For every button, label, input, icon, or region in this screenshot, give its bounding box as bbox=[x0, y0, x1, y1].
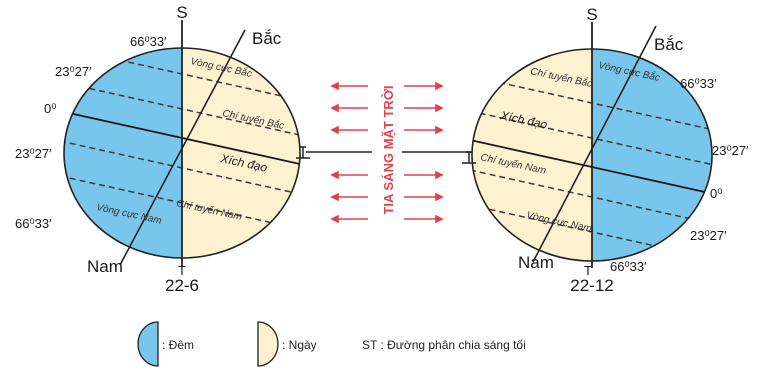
legend-st-label: ST : Đường phân chia sáng tối bbox=[362, 338, 526, 352]
right-label-s: S bbox=[586, 5, 597, 24]
legend: : Đêm : Ngày ST : Đường phân chia sáng t… bbox=[137, 321, 526, 367]
left-tropic-capricorn-line bbox=[64, 140, 300, 195]
left-antarctic-circle-line bbox=[64, 175, 300, 230]
sunray-arrow-4 bbox=[330, 170, 444, 180]
sunray-arrow-2 bbox=[330, 103, 444, 113]
right-lat-6633-top: 66⁰33′ bbox=[680, 76, 717, 91]
left-equator-line bbox=[64, 110, 300, 165]
left-label-t: T bbox=[178, 263, 186, 278]
right-lat-2327-top: 23⁰27′ bbox=[712, 143, 749, 158]
left-label-south: Nam bbox=[87, 257, 123, 276]
right-lat-2327-bottom: 23⁰27′ bbox=[690, 228, 727, 243]
right-label-t: T bbox=[584, 263, 592, 278]
right-sun-marker-icon bbox=[462, 151, 476, 164]
left-tropic-cancer-line bbox=[64, 81, 300, 136]
sunray-arrow-6 bbox=[330, 214, 444, 224]
sunray-arrow-5 bbox=[330, 192, 444, 202]
left-lat-2327-top: 23⁰27′ bbox=[55, 64, 92, 79]
sunrays bbox=[330, 81, 444, 224]
left-lat-6633-top: 66⁰33′ bbox=[130, 34, 167, 49]
sunray-arrow-1 bbox=[330, 81, 444, 91]
left-label-s: S bbox=[176, 3, 187, 22]
left-lat-0: 0⁰ bbox=[44, 101, 56, 116]
right-label-north: Bắc bbox=[654, 35, 684, 54]
left-sun-marker-icon bbox=[296, 146, 310, 159]
right-date: 22-12 bbox=[570, 276, 613, 295]
sunrays-label: TIA SÁNG MẶT TRỜI bbox=[381, 85, 396, 214]
left-axis bbox=[119, 29, 246, 266]
legend-day-swatch bbox=[257, 321, 279, 367]
left-lat-2327-bottom: 23⁰27′ bbox=[15, 146, 52, 161]
left-label-north: Bắc bbox=[252, 29, 282, 48]
legend-night-label: : Đêm bbox=[162, 338, 194, 352]
right-label-south: Nam bbox=[518, 253, 554, 272]
left-globe bbox=[63, 20, 310, 266]
left-date: 22-6 bbox=[165, 276, 199, 295]
legend-day-label: : Ngày bbox=[282, 338, 317, 352]
sunrays-label-bg bbox=[372, 60, 402, 240]
right-axis bbox=[532, 25, 657, 263]
left-lat-6633-bottom: 66⁰33′ bbox=[15, 216, 52, 231]
legend-night-swatch bbox=[137, 321, 159, 367]
sunray-arrow-3 bbox=[330, 125, 444, 135]
right-lat-0: 0⁰ bbox=[710, 186, 722, 201]
right-lat-6633-bottom: 66⁰33′ bbox=[610, 259, 647, 274]
